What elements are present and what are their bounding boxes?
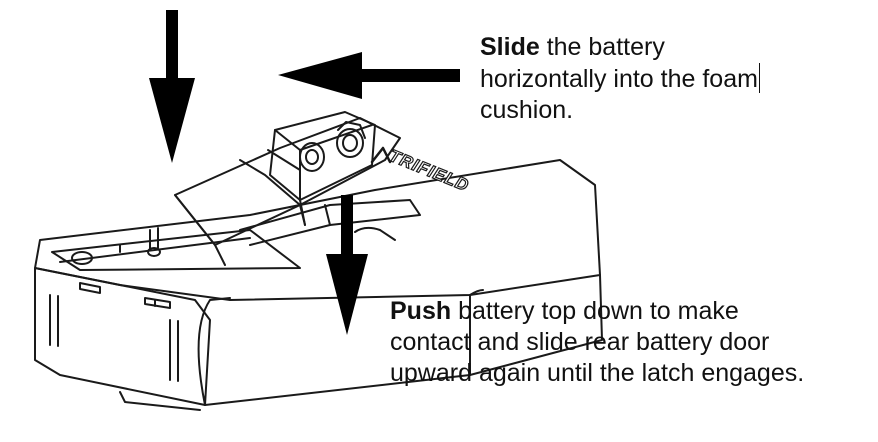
down-arrow-left-icon: [149, 10, 195, 163]
push-instruction-line-2: contact and slide rear battery door: [390, 327, 804, 358]
brand-label: TRIFIELD: [387, 146, 472, 195]
slide-instruction-line-1: Slide the battery: [480, 32, 760, 63]
slide-instruction-line-2: horizontally into the foam: [480, 63, 760, 95]
left-arrow-icon: [278, 52, 460, 99]
push-instruction-line-1: Push battery top down to make: [390, 296, 804, 327]
push-instruction-line-3: upward again until the latch engages.: [390, 358, 804, 389]
slide-text-line-2: horizontally into the foam: [480, 65, 758, 93]
slide-instruction-line-3: cushion.: [480, 95, 760, 126]
push-keyword: Push: [390, 297, 452, 325]
slide-instruction: Slide the battery horizontally into the …: [480, 32, 760, 126]
push-text-line-2: contact and slide rear battery door: [390, 328, 770, 356]
push-text-line-3: upward again until the latch engages.: [390, 359, 805, 387]
text-cursor-icon: [758, 63, 760, 93]
down-arrow-center-icon: [326, 195, 368, 335]
slide-keyword: Slide: [480, 33, 540, 61]
push-text-line-1: battery top down to make: [451, 297, 739, 325]
brand-logo: [370, 146, 392, 164]
slide-text-line-1: the battery: [539, 33, 665, 61]
slide-text-line-3: cushion.: [480, 96, 574, 124]
battery: [174, 111, 401, 266]
push-instruction: Push battery top down to make contact an…: [390, 296, 804, 389]
